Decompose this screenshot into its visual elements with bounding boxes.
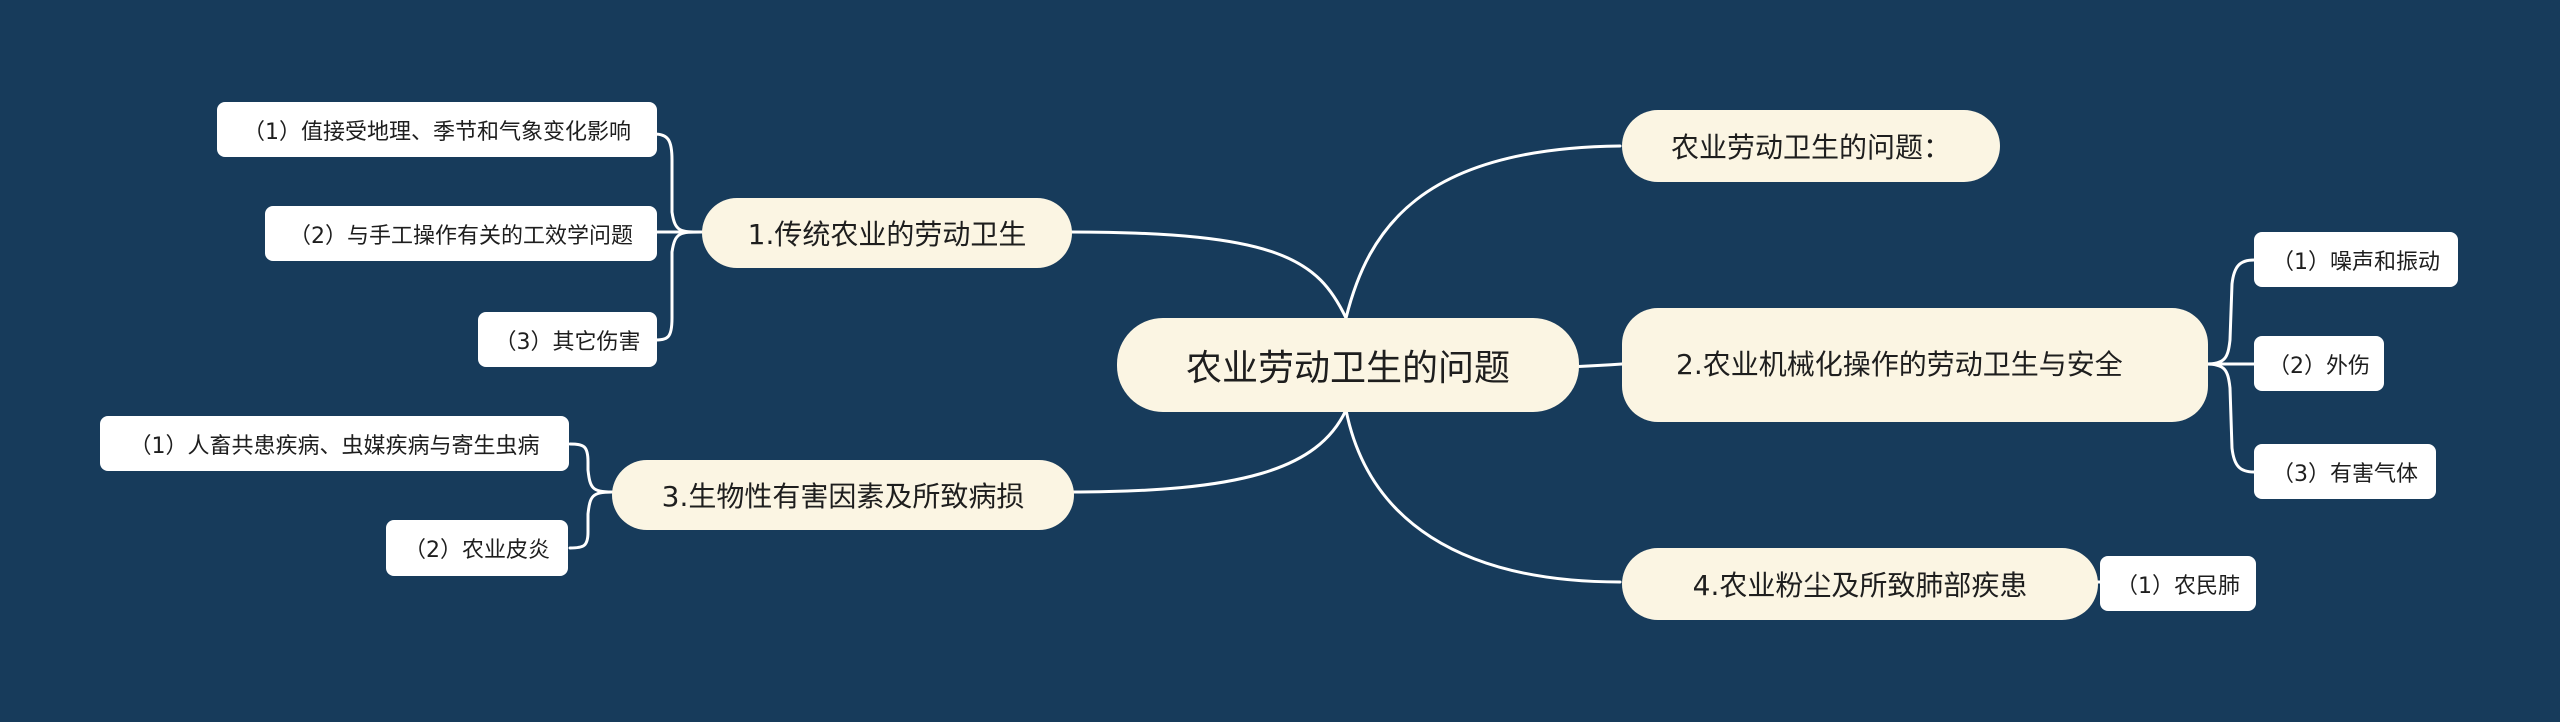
- link-root-b0: [1344, 144, 1622, 320]
- link-b2-c2: [2204, 362, 2256, 474]
- leaf-harmful-gases[interactable]: （3）有害气体: [2254, 444, 2436, 499]
- branch-mechanized-agriculture[interactable]: 2.农业机械化操作的劳动卫生与安全: [1622, 308, 2208, 422]
- link-b2-c0: [2204, 258, 2256, 366]
- link-b3-c1: [568, 490, 614, 550]
- leaf-farmers-lung[interactable]: （1）农民肺: [2100, 556, 2256, 611]
- link-b1-c0: [652, 132, 704, 234]
- leaf-agricultural-dermatitis[interactable]: （2）农业皮炎: [386, 520, 568, 576]
- link-root-b1: [1068, 230, 1348, 320]
- link-root-b4: [1344, 408, 1622, 584]
- leaf-zoonoses-vector-parasitic[interactable]: （1）人畜共患疾病、虫媒疾病与寄生虫病: [100, 416, 569, 471]
- leaf-geography-season-weather[interactable]: （1）值接受地理、季节和气象变化影响: [217, 102, 657, 157]
- branch-traditional-agriculture[interactable]: 1.传统农业的劳动卫生: [702, 198, 1072, 268]
- leaf-manual-ergonomics[interactable]: （2）与手工操作有关的工效学问题: [265, 206, 657, 261]
- link-b1-c2: [652, 230, 704, 342]
- branch-biological-hazards[interactable]: 3.生物性有害因素及所致病损: [612, 460, 1074, 530]
- branch-agricultural-dust[interactable]: 4.农业粉尘及所致肺部疾患: [1622, 548, 2098, 620]
- branch-agricultural-labor-hygiene-problems[interactable]: 农业劳动卫生的问题：: [1622, 110, 2000, 182]
- link-b3-c0: [568, 442, 614, 494]
- root-topic[interactable]: 农业劳动卫生的问题: [1117, 318, 1579, 412]
- link-root-b3: [1068, 408, 1348, 494]
- leaf-other-injuries[interactable]: （3）其它伤害: [478, 312, 657, 367]
- leaf-noise-vibration[interactable]: （1）噪声和振动: [2254, 232, 2458, 287]
- leaf-trauma[interactable]: （2）外伤: [2254, 336, 2384, 391]
